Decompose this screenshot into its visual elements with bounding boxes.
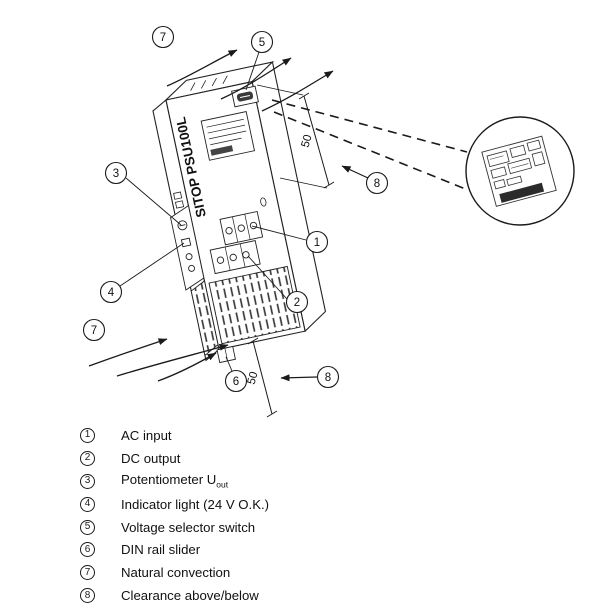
leader-4 [119,242,185,287]
leader-3 [125,177,182,226]
convection-arrow [166,49,238,87]
legend-num-8: 8 [80,588,95,604]
legend-num-6: 6 [80,542,95,558]
legend-label-1: AC input [121,427,172,443]
detail-pointer-line [273,111,469,191]
callout-6: 6 [224,369,248,393]
legend-num-3: 3 [80,473,95,489]
svg-text:2: 2 [294,297,300,309]
convection-arrows-bottom [88,338,229,382]
leader-1 [251,225,307,241]
svg-text:8: 8 [374,178,380,190]
svg-text:3: 3 [113,168,119,180]
svg-text:7: 7 [160,32,166,44]
dimension-top-value: 50 [300,133,315,149]
legend-item-4: 4 Indicator light (24 V O.K.) [80,493,269,516]
callout-7-bottom: 7 [82,318,106,342]
rating-label [200,111,256,161]
svg-text:8: 8 [325,372,331,384]
legend-num-5: 5 [80,519,95,535]
svg-text:7: 7 [91,325,97,337]
legend-item-2: 2 DC output [80,447,269,470]
dimension-top: 50 [256,84,335,189]
detail-dark-label [499,182,545,203]
svg-text:5: 5 [259,37,265,49]
dimension-bottom-value: 50 [246,370,261,385]
callout-2: 2 [285,290,309,314]
callout-8-top: 8 [365,171,389,195]
convection-arrows-top [166,49,334,112]
detail-pointer-line [271,99,468,153]
legend-label-2: DC output [121,450,181,466]
indicator-light [180,237,192,248]
device: SITOP PSU100L [152,60,327,364]
ventilation-grille-side [190,280,219,357]
leader-6 [225,356,233,372]
legend-item-1: 1 AC input [80,424,269,447]
callout-7-top: 7 [151,25,175,49]
convection-arrow [220,57,292,100]
callout-5: 5 [250,30,274,54]
dimension-bottom: 50 [246,337,278,418]
svg-text:4: 4 [108,287,115,299]
status-windows [173,191,185,209]
ac-input-terminals [219,210,264,246]
front-control-block [170,204,205,291]
legend-num-1: 1 [80,427,95,443]
leader-8-bottom [280,374,318,382]
legend-num-7: 7 [80,565,95,581]
dc-output-terminals [209,239,261,275]
convection-arrow [157,352,217,382]
legend-label-6: DIN rail slider [121,542,201,558]
svg-text:6: 6 [233,376,239,388]
screw-detail [260,197,267,207]
callout-8-bottom: 8 [316,365,340,389]
convection-arrow [88,338,168,367]
legend-item-5: 5 Voltage selector switch [80,516,269,539]
leader-2 [247,255,288,300]
voltage-selector-switch [231,85,259,108]
detail-circle [465,116,575,226]
svg-text:1: 1 [314,237,320,249]
legend-label-3-subscript: out [216,480,229,491]
legend-item-6: 6 DIN rail slider [80,538,269,561]
legend-label-7: Natural convection [121,565,231,581]
callout-1: 1 [305,230,329,254]
top-vents [190,75,228,91]
convection-arrow [261,70,334,112]
legend-num-4: 4 [80,496,95,512]
callouts: 7 5 3 1 8 4 2 [82,25,389,393]
callout-3: 3 [104,161,128,185]
din-rail-slider [216,345,236,364]
callout-4: 4 [99,280,123,304]
legend-num-2: 2 [80,450,95,466]
legend-item-3: 3 Potentiometer Uout [80,470,269,493]
leader-8-top [341,165,369,179]
legend-label-8: Clearance above/below [121,588,259,604]
leader-5 [245,51,260,91]
legend-item-7: 7 Natural convection [80,561,269,584]
convection-arrow [116,343,229,377]
psu-diagram: SITOP PSU100L [82,25,575,418]
leader-lines [119,51,369,382]
legend: 1 AC input 2 DC output 3 Potentiometer U… [80,424,269,607]
legend-label-4: Indicator light (24 V O.K.) [121,496,270,512]
detail-pointer [271,99,469,191]
legend-label-3: Potentiometer Uout [121,472,229,491]
legend-label-5: Voltage selector switch [121,519,256,535]
legend-item-8: 8 Clearance above/below [80,584,269,607]
